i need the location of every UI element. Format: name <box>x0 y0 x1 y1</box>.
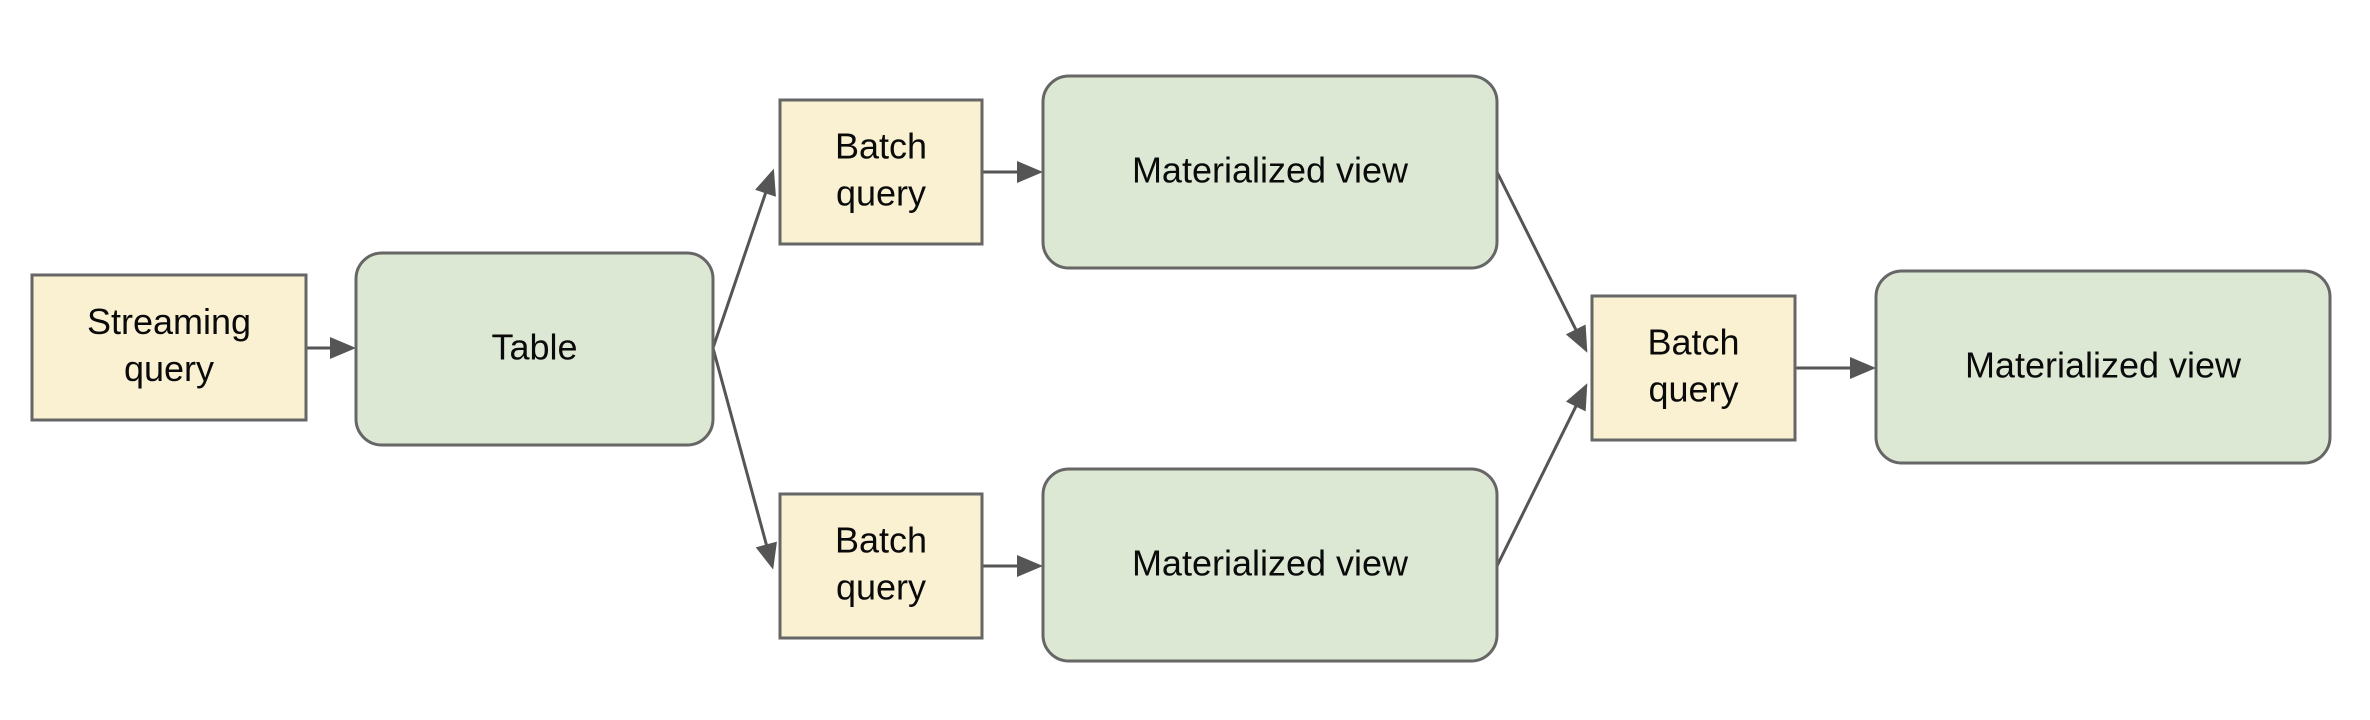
arrowhead-icon <box>1017 555 1043 577</box>
node-label-line1: Batch <box>1647 322 1739 363</box>
node-label: Materialized view <box>1132 543 1409 584</box>
edge-batch-query-center-to-materialized-view-right <box>1795 357 1876 379</box>
node-label: Materialized view <box>1132 150 1409 191</box>
edge-batch-query-bottom-to-materialized-view-bottom <box>982 555 1043 577</box>
materialized-view-right-node[interactable]: Materialized view <box>1874 269 2332 465</box>
node-shape[interactable] <box>1590 294 1797 442</box>
arrowhead-icon <box>755 541 777 570</box>
edge-table-to-batch-query-bottom <box>711 347 777 570</box>
node-shape[interactable] <box>778 98 984 246</box>
node-shape[interactable] <box>778 492 984 640</box>
edge-batch-query-top-to-materialized-view-top <box>982 161 1043 183</box>
node-label: Table <box>491 327 577 368</box>
node-shape[interactable] <box>30 273 308 422</box>
edge-line <box>711 347 769 549</box>
edge-materialized-view-bottom-to-batch-query-center <box>1495 383 1588 567</box>
edge-materialized-view-top-to-batch-query-center <box>1495 171 1588 353</box>
arrowhead-icon <box>1850 357 1876 379</box>
edge-line <box>1495 402 1579 567</box>
node-shape[interactable] <box>1041 467 1499 663</box>
edge-line <box>1495 171 1579 334</box>
node-label-line2: query <box>836 567 926 608</box>
batch-query-top-node[interactable]: Batch query <box>778 98 984 246</box>
edge-streaming-query-to-table <box>306 337 356 359</box>
node-label-line1: Streaming <box>87 301 251 342</box>
edge-line <box>711 188 769 349</box>
edge-table-to-batch-query-top <box>711 168 776 349</box>
node-shape[interactable] <box>1041 74 1499 270</box>
node-label-line2: query <box>1648 369 1738 410</box>
materialized-view-top-node[interactable]: Materialized view <box>1041 74 1499 270</box>
edges-layer <box>306 161 1876 577</box>
node-shape[interactable] <box>1874 269 2332 465</box>
table-node[interactable]: Table <box>354 251 715 447</box>
node-label-line1: Batch <box>835 126 927 167</box>
arrowhead-icon <box>755 168 776 197</box>
node-label-line2: query <box>124 348 214 389</box>
node-label: Materialized view <box>1965 345 2242 386</box>
nodes-layer: StreamingqueryTableBatchqueryBatchqueryM… <box>30 74 2332 663</box>
batch-query-center-node[interactable]: Batch query <box>1590 294 1797 442</box>
arrowhead-icon <box>1565 383 1588 412</box>
batch-query-bottom-node[interactable]: Batch query <box>778 492 984 640</box>
arrowhead-icon <box>1017 161 1043 183</box>
node-shape[interactable] <box>354 251 715 447</box>
materialized-view-bottom-node[interactable]: Materialized view <box>1041 467 1499 663</box>
streaming-query-node[interactable]: Streaming query <box>30 273 308 422</box>
arrowhead-icon <box>330 337 356 359</box>
arrowhead-icon <box>1565 324 1588 353</box>
node-label-line2: query <box>836 173 926 214</box>
node-label-line1: Batch <box>835 520 927 561</box>
